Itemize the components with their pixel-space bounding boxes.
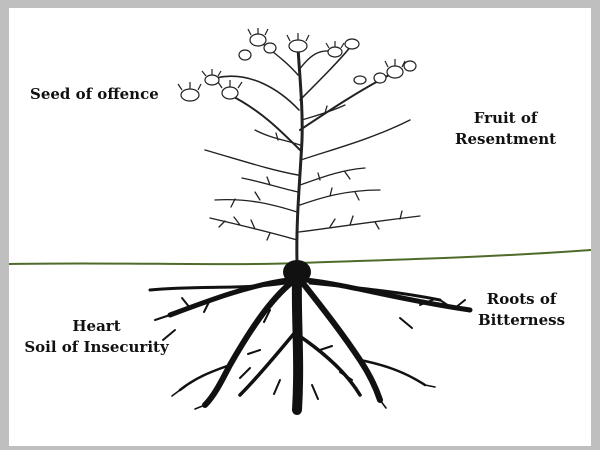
- label-heart-soil-of-insecurity: Heart Soil of Insecurity: [14, 316, 179, 358]
- label-roots-line-2: Bitterness: [478, 311, 566, 329]
- label-fruit-line-1: Fruit of: [473, 109, 538, 127]
- thistle-flower-heads: [177, 28, 417, 102]
- root-crown: [283, 260, 311, 284]
- plant-leaves: [209, 104, 421, 241]
- label-heart-line-2: Soil of Insecurity: [24, 338, 169, 356]
- label-roots-of-bitterness: Roots of Bitterness: [478, 289, 565, 331]
- label-heart-line-1: Heart: [72, 317, 121, 335]
- label-roots-line-1: Roots of: [486, 290, 557, 308]
- root-system: [148, 273, 473, 415]
- label-fruit-line-2: Resentment: [455, 130, 557, 148]
- label-fruit-of-resentment: Fruit of Resentment: [455, 108, 556, 150]
- label-seed-of-offence: Seed of offence: [30, 85, 159, 103]
